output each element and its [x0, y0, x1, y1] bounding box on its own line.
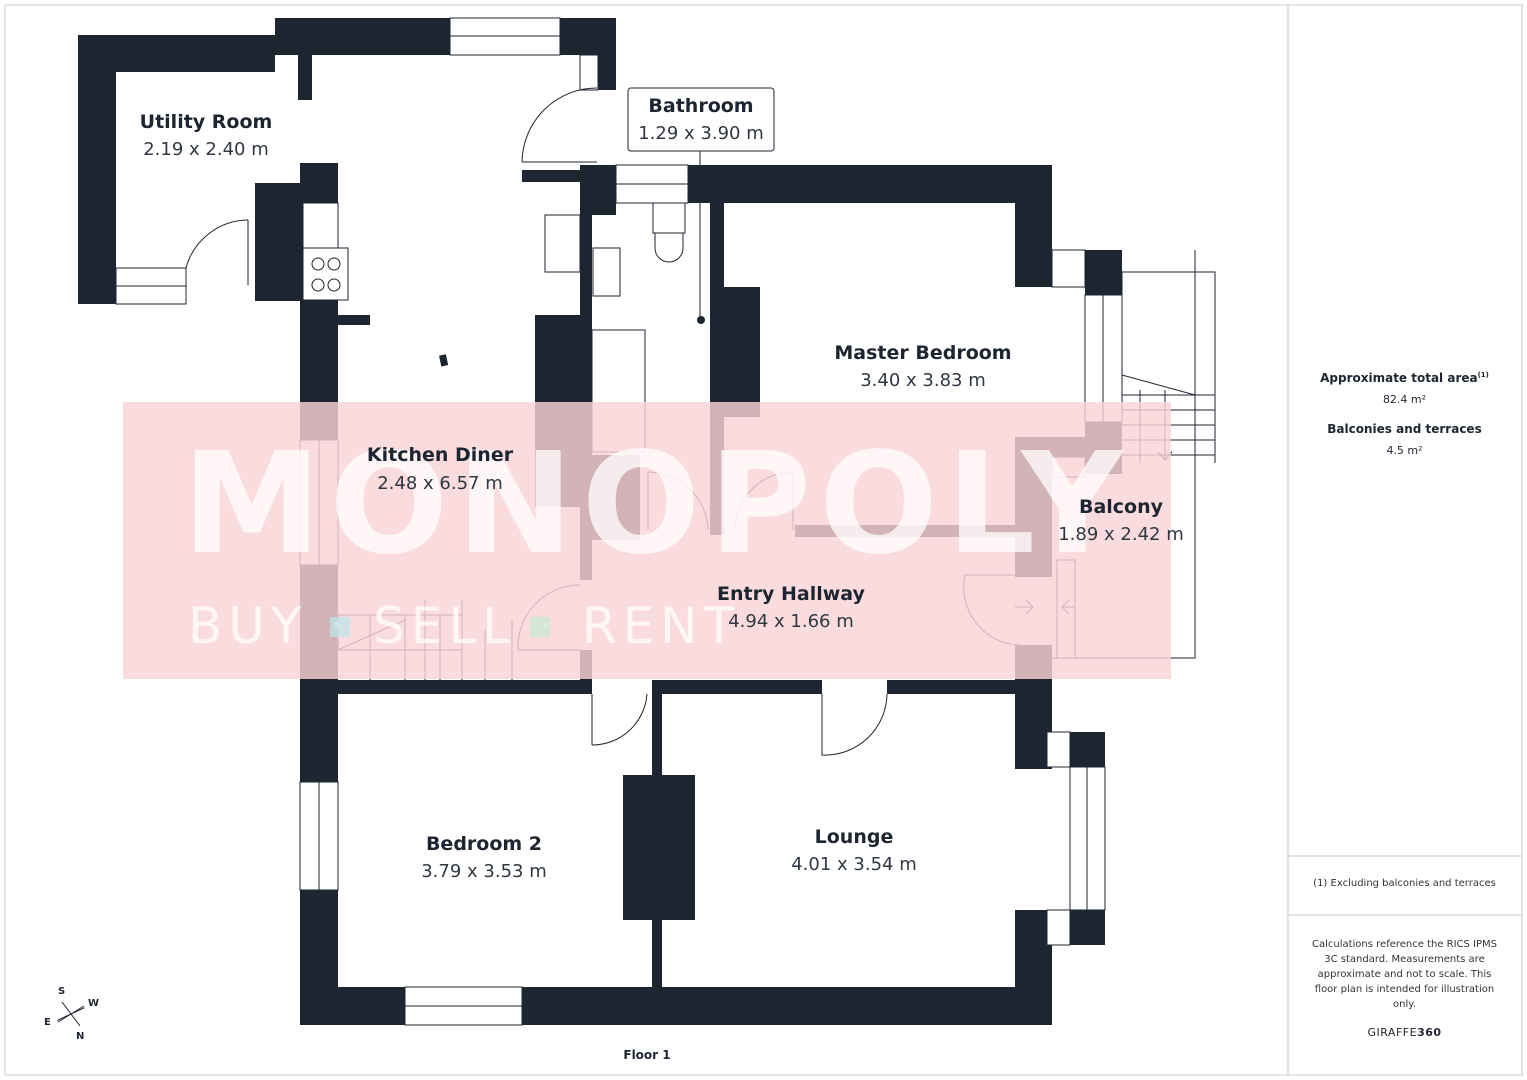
- compass-e: E: [44, 1017, 51, 1028]
- bathroom-name: Bathroom: [648, 95, 753, 117]
- balcony-dims: 1.89 x 2.42 m: [1058, 524, 1184, 545]
- compass-icon: S W E N: [44, 986, 99, 1042]
- watermark: MONOPOLY BUY · SELL · RENT: [123, 402, 1171, 679]
- utility-room-dims: 2.19 x 2.40 m: [143, 139, 269, 160]
- utility-room-name: Utility Room: [140, 111, 273, 133]
- bedroom-2-name: Bedroom 2: [426, 833, 542, 855]
- area-footnote-marker: (1): [1477, 371, 1489, 379]
- entry-hallway-name: Entry Hallway: [717, 583, 865, 605]
- compass-s: S: [58, 986, 65, 997]
- disclaimer-block: Calculations reference the RICS IPMS 3C …: [1288, 937, 1521, 1039]
- footnote: (1) Excluding balconies and terraces: [1313, 878, 1496, 889]
- balconies-title: Balconies and terraces: [1327, 422, 1482, 436]
- lounge-name: Lounge: [815, 826, 894, 848]
- kitchen-diner-dims: 2.48 x 6.57 m: [377, 473, 503, 494]
- floor-label: Floor 1: [623, 1048, 670, 1062]
- entry-hallway-dims: 4.94 x 1.66 m: [728, 611, 854, 632]
- area-value: 82.4 m²: [1382, 393, 1427, 406]
- master-bedroom-dims: 3.40 x 3.83 m: [860, 370, 986, 391]
- master-bedroom-name: Master Bedroom: [834, 342, 1011, 364]
- watermark-sub: BUY · SELL · RENT: [188, 597, 740, 655]
- balconies-value: 4.5 m²: [1386, 444, 1423, 457]
- area-summary: Approximate total area(1) 82.4 m² Balcon…: [1288, 371, 1521, 457]
- bedroom-2-dims: 3.79 x 3.53 m: [421, 861, 547, 882]
- watermark-main: MONOPOLY: [182, 423, 1131, 586]
- balcony-name: Balcony: [1079, 496, 1164, 518]
- brand-logo: GIRAFFE360: [1367, 1026, 1442, 1039]
- compass-n: N: [76, 1031, 84, 1042]
- kitchen-diner-name: Kitchen Diner: [367, 444, 514, 466]
- area-title: Approximate total area(1): [1320, 371, 1489, 385]
- disclaimer: Calculations reference the RICS IPMS 3C …: [1311, 939, 1498, 1010]
- lounge-dims: 4.01 x 3.54 m: [791, 854, 917, 875]
- bathroom-dims: 1.29 x 3.90 m: [638, 123, 764, 144]
- compass-w: W: [88, 998, 99, 1009]
- bathroom-label-box: [627, 87, 775, 152]
